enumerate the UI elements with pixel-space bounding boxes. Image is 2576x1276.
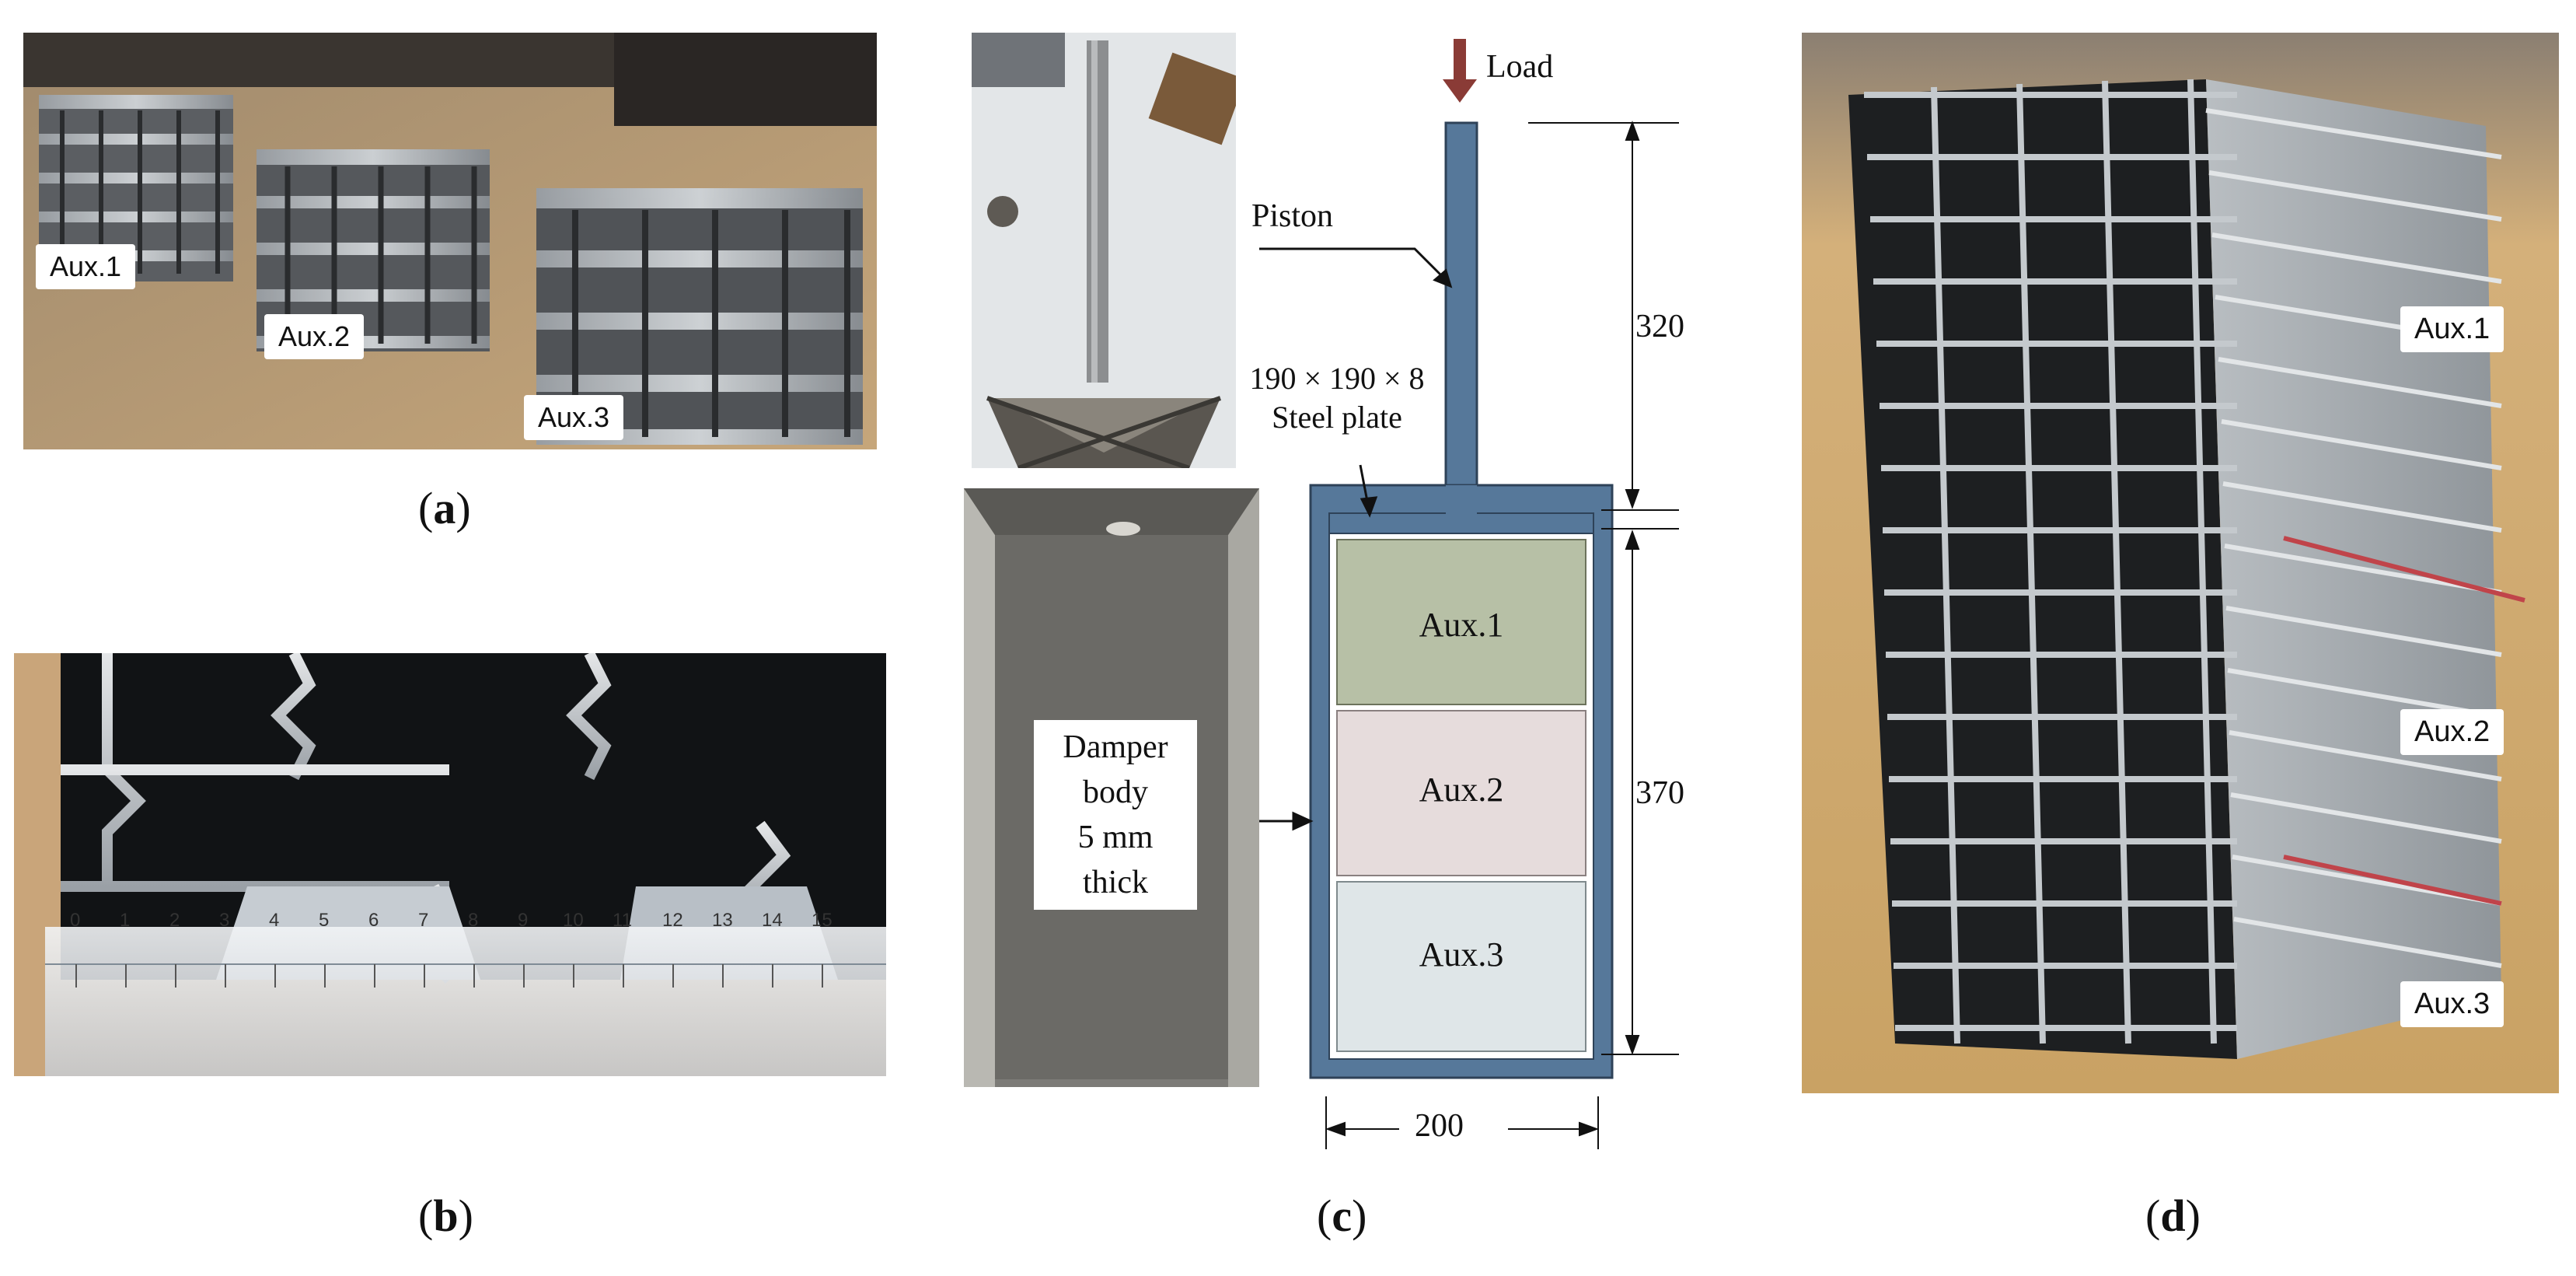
panel-letter-a: a (433, 483, 456, 533)
photo-d-aux3-tag: Aux.3 (2400, 981, 2504, 1027)
layer-aux3-label: Aux.3 (1419, 935, 1504, 974)
ruler-number: 8 (468, 910, 479, 931)
dim-top-label: 320 (1635, 309, 1684, 344)
ruler-number: 10 (563, 910, 584, 931)
load-arrow-icon (1443, 39, 1477, 103)
ruler-number: 2 (169, 910, 180, 931)
photo-a-aux3-tag: Aux.3 (524, 395, 624, 440)
steel-plate (1328, 512, 1594, 534)
photo-d-assembled-stack: Aux.1 Aux.2 Aux.3 (1802, 33, 2559, 1093)
ruler-number: 11 (613, 910, 632, 931)
ruler-numbers: 0 1 2 3 4 5 6 7 8 9 10 11 12 13 14 15 (14, 910, 886, 941)
photo-d-aux1-tag: Aux.1 (2400, 306, 2504, 352)
photo-a-aux2-tag: Aux.2 (264, 314, 365, 359)
photo-a-illustration (23, 33, 877, 449)
plate-dimension-text: 190 × 190 × 8 (1249, 361, 1425, 396)
photo-c-piston-illustration (972, 33, 1236, 468)
dim-side-label: 370 (1635, 775, 1684, 811)
panel-label-b: (b) (418, 1190, 473, 1241)
load-label: Load (1486, 49, 1554, 85)
damper-body-callout: Damper body 5 mm thick (1034, 720, 1197, 910)
ruler-number: 0 (70, 910, 81, 931)
layer-aux2-label: Aux.2 (1419, 771, 1504, 809)
pointer-arrows (1259, 247, 1453, 831)
panel-letter-b: b (433, 1190, 459, 1241)
photo-a-auxetic-stacks: Aux.1 Aux.2 Aux.3 (23, 33, 877, 449)
photo-a-aux1-tag: Aux.1 (36, 244, 136, 289)
photo-d-aux2-tag: Aux.2 (2400, 709, 2504, 755)
photo-c-piston (972, 33, 1236, 468)
photo-b-closeup-ruler: 0 1 2 3 4 5 6 7 8 9 10 11 12 13 14 15 (14, 653, 886, 1076)
dimension-lines (1325, 121, 1679, 1149)
ruler-number: 1 (120, 910, 131, 931)
layer-aux1-label: Aux.1 (1419, 606, 1504, 644)
piston-rod (1444, 121, 1478, 513)
ruler-number: 12 (662, 910, 683, 931)
steel-plate-dimension: 190 × 190 × 8 Steel plate (1244, 359, 1430, 437)
ruler-number: 13 (712, 910, 733, 931)
layer-aux1 (1336, 539, 1586, 705)
panel-label-d: (d) (2145, 1190, 2201, 1241)
ruler-number: 5 (319, 910, 330, 931)
photo-d-illustration (1802, 33, 2559, 1093)
ruler-number: 7 (418, 910, 429, 931)
panel-letter-c: c (1332, 1190, 1353, 1241)
ruler-number: 9 (518, 910, 529, 931)
ruler-number: 3 (219, 910, 230, 931)
damper-schematic (1259, 39, 1679, 1149)
piston-label: Piston (1247, 198, 1339, 235)
ruler-number: 15 (812, 910, 832, 931)
photo-b-illustration (14, 653, 886, 1076)
layer-aux3 (1336, 881, 1586, 1052)
panel-label-a: (a) (418, 483, 471, 533)
ruler-number: 4 (269, 910, 280, 931)
ruler-number: 6 (368, 910, 379, 931)
damper-text-2: body (1083, 774, 1148, 810)
panel-label-c: (c) (1317, 1190, 1367, 1241)
dim-bottom-label: 200 (1415, 1108, 1464, 1144)
panel-letter-d: d (2160, 1190, 2186, 1241)
plate-material-text: Steel plate (1272, 400, 1402, 435)
damper-text-3: 5 mm (1077, 820, 1154, 855)
layer-aux2 (1336, 710, 1586, 876)
ruler-number: 14 (762, 910, 783, 931)
damper-text-1: Damper (1063, 729, 1168, 765)
damper-text-4: thick (1083, 865, 1148, 900)
